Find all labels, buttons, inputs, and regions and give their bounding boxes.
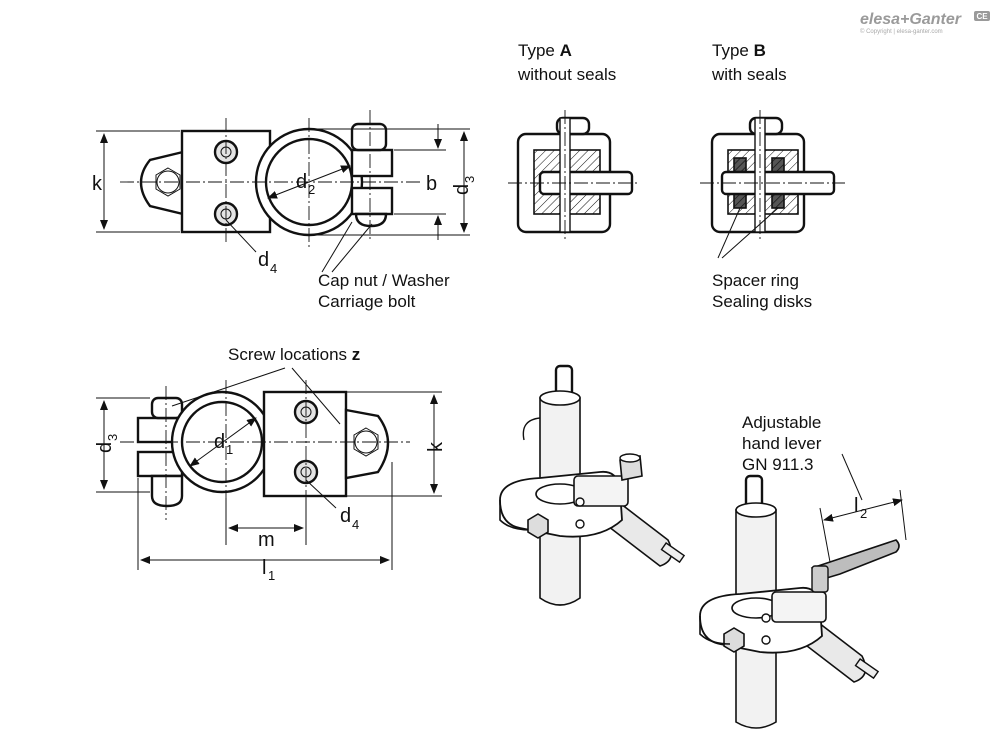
iso-view-type-a (499, 364, 686, 606)
top-k-label: k (92, 173, 103, 195)
top-d4-sub: 4 (270, 261, 277, 276)
bottom-view-drawing (96, 367, 442, 570)
bottom-d4-label: d (340, 505, 351, 527)
type-b-section (700, 110, 845, 259)
iso-view-type-b (699, 453, 907, 729)
type-b-title: Type B (712, 41, 766, 60)
top-d3-label: d (451, 184, 473, 195)
type-a-title: Type A (518, 41, 572, 60)
bottom-l1-sub: 1 (268, 568, 275, 583)
hand-lever-line2: hand lever (742, 434, 822, 453)
carriage-bolt-label: Carriage bolt (318, 292, 416, 311)
sealing-disks-label: Sealing disks (712, 292, 812, 311)
hand-lever-line1: Adjustable (742, 413, 821, 432)
top-d4-label: d (258, 249, 269, 271)
top-d2-sub: 2 (308, 182, 315, 197)
bottom-d1-label: d (214, 431, 225, 453)
top-d2-label: d (296, 171, 307, 193)
bottom-d3-sub: 3 (105, 434, 120, 441)
copyright-text: © Copyright | elesa-ganter.com (860, 28, 943, 35)
spacer-ring-label: Spacer ring (712, 271, 799, 290)
iso-l2-sub: 2 (860, 506, 867, 521)
bottom-d4-sub: 4 (352, 517, 359, 532)
iso-l2-label: l (854, 495, 858, 517)
screw-locations-label: Screw locations z (228, 345, 360, 364)
top-d3-sub: 3 (462, 176, 477, 183)
ce-mark: CE (976, 12, 988, 21)
bottom-l1-label: l (262, 557, 266, 579)
brand-name: elesa+Ganter (860, 11, 962, 28)
type-a-section (508, 110, 640, 242)
bottom-d3-label: d (94, 442, 116, 453)
type-a-desc: without seals (517, 65, 616, 84)
bottom-m-label: m (258, 529, 275, 551)
cap-nut-label: Cap nut / Washer (318, 271, 450, 290)
bottom-k-label: k (425, 441, 447, 452)
top-view-drawing (96, 110, 470, 273)
brand-logo: elesa+Ganter CE © Copyright | elesa-gant… (860, 11, 990, 35)
bottom-d1-sub: 1 (226, 442, 233, 457)
hand-lever-line3: GN 911.3 (742, 455, 814, 474)
top-b-label: b (426, 173, 437, 195)
type-b-desc: with seals (711, 65, 787, 84)
